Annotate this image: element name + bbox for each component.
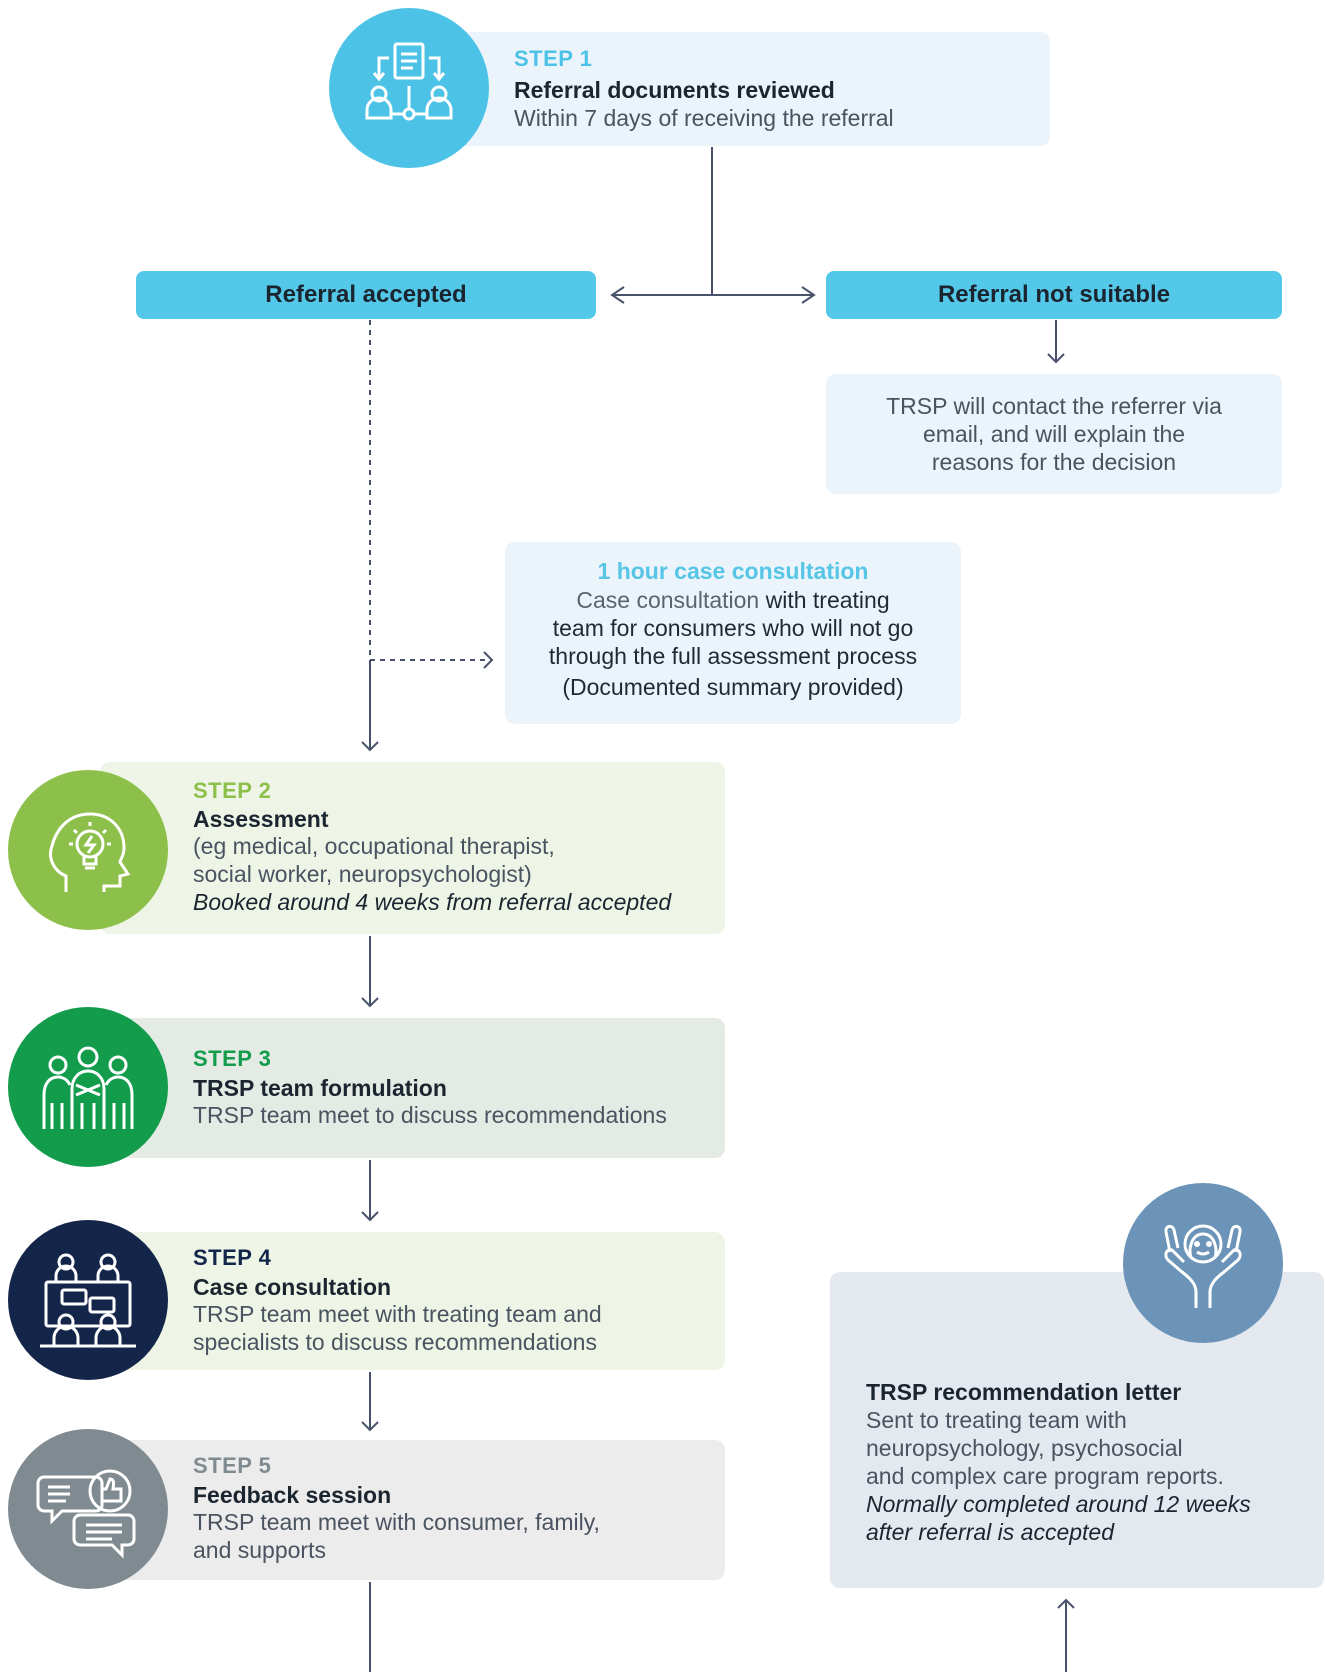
- hands-holding-person-icon: [1164, 1224, 1242, 1308]
- step1-desc: Within 7 days of receiving the referral: [514, 105, 894, 131]
- step2-title: Assessment: [193, 806, 329, 832]
- meeting-chat-icon: [40, 1253, 136, 1348]
- step4-card: [100, 1232, 725, 1370]
- step3-label: STEP 3: [193, 1046, 272, 1071]
- step4-line1: TRSP team meet with treating team and: [193, 1301, 602, 1327]
- step4-line2: specialists to discuss recommendations: [193, 1329, 597, 1355]
- consultation-line1-a: Case consultation: [576, 587, 760, 613]
- step2-label: STEP 2: [193, 778, 272, 803]
- step1-title: Referral documents reviewed: [514, 77, 835, 103]
- step4-label: STEP 4: [193, 1245, 272, 1270]
- document-review-people-icon: [365, 42, 453, 121]
- not-suitable-message-box: TRSP will contact the referrer via email…: [826, 374, 1282, 494]
- step1-card: [440, 32, 1050, 146]
- letter-line2: neuropsychology, psychosocial: [866, 1435, 1183, 1461]
- letter-line3: and complex care program reports.: [866, 1463, 1224, 1489]
- consultation-line4: (Documented summary provided): [562, 674, 904, 700]
- consultation-line2: team for consumers who will not go: [552, 615, 914, 641]
- not-suitable-message: TRSP will contact the referrer via email…: [886, 393, 1222, 475]
- step5-line1: TRSP team meet with consumer, family,: [193, 1509, 600, 1535]
- letter-icon-circle: [1123, 1183, 1283, 1343]
- arrow-dotted-head: [483, 651, 494, 669]
- step2-card: [100, 762, 725, 934]
- referral-not-suitable-pill: Referral not suitable: [826, 271, 1282, 319]
- step1-label: STEP 1: [514, 46, 593, 71]
- step4-icon-circle: [8, 1220, 168, 1380]
- step5-card: [100, 1440, 725, 1580]
- arrow-up-head: [1057, 1598, 1075, 1609]
- step5-label: STEP 5: [193, 1453, 272, 1478]
- step5-title: Feedback session: [193, 1482, 392, 1508]
- letter-note1: Normally completed around 12 weeks: [866, 1491, 1251, 1517]
- step2-icon-circle: [8, 770, 168, 930]
- step2-line2: social worker, neuropsychologist): [193, 861, 532, 887]
- arrow-left-head: [610, 286, 625, 304]
- step5-icon-circle: [8, 1429, 168, 1589]
- letter-note2: after referral is accepted: [866, 1519, 1115, 1545]
- step2-note: Booked around 4 weeks from referral acce…: [193, 889, 672, 915]
- step3-icon-circle: [8, 1007, 168, 1167]
- referral-accepted-pill: Referral accepted: [136, 271, 596, 319]
- speech-bubbles-thumbs-up-icon: [36, 1469, 136, 1559]
- consultation-line1-b: with treating: [759, 587, 890, 613]
- step3-desc: TRSP team meet to discuss recommendation…: [193, 1102, 667, 1128]
- head-lightbulb-icon: [49, 812, 131, 892]
- consultation-line3: through the full assessment process: [548, 643, 918, 669]
- letter-title: TRSP recommendation letter: [866, 1379, 1182, 1405]
- letter-line1: Sent to treating team with: [866, 1407, 1127, 1433]
- step3-title: TRSP team formulation: [193, 1075, 447, 1101]
- arrow-right-head: [801, 286, 816, 304]
- step3-card: [100, 1018, 725, 1158]
- consultation-line1: Case consultation with treating: [505, 586, 961, 614]
- consultation-box: [505, 542, 961, 724]
- team-group-icon: [42, 1046, 134, 1129]
- step5-line2: and supports: [193, 1537, 326, 1563]
- step2-line1: (eg medical, occupational therapist,: [193, 833, 555, 859]
- step4-title: Case consultation: [193, 1274, 392, 1300]
- step1-icon-circle: [329, 8, 489, 168]
- consultation-title: 1 hour case consultation: [597, 558, 869, 584]
- arrow-down-head: [1047, 353, 1065, 364]
